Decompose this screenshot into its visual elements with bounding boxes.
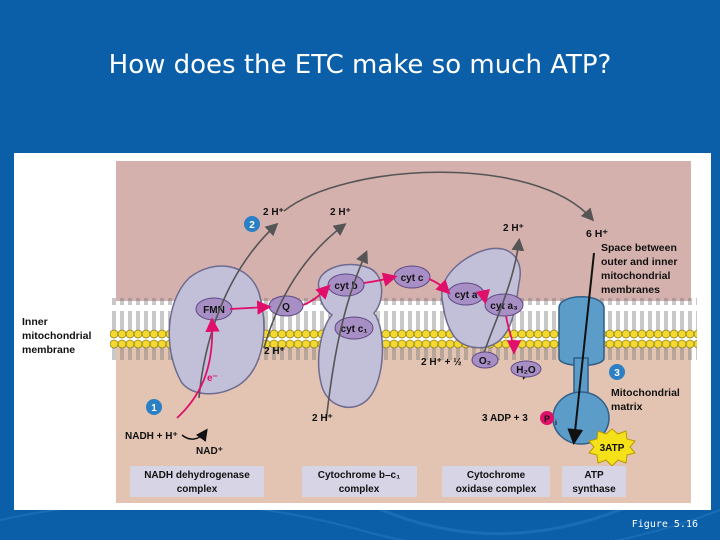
svg-text:2: 2: [249, 220, 255, 231]
svg-text:Space between: Space between: [601, 242, 677, 254]
complex-3-line2: oxidase complex: [456, 484, 537, 495]
complex-1-line1: NADH dehydrogenase: [144, 470, 250, 481]
adp-label: 3 ADP + 3: [482, 413, 528, 424]
cyt-c-label: cyt c: [401, 273, 424, 284]
step-1-marker: [146, 399, 162, 415]
step-2-marker: [244, 216, 260, 232]
cyt-a3-carrier: [484, 293, 524, 317]
inner-membrane-label: Inner mitochondrial membrane: [22, 316, 92, 356]
nadh-label: NADH + H⁺: [125, 431, 178, 442]
cyt-a-label: cyt a: [455, 290, 478, 301]
proton-label-2h-1: 2 H⁺: [263, 207, 284, 218]
cyt-c1-label: cyt c₁: [341, 324, 368, 335]
intermembrane-label: 6 H⁺ Space between outer and inner mitoc…: [586, 228, 677, 296]
svg-text:6 H⁺: 6 H⁺: [586, 228, 608, 240]
svg-text:membranes: membranes: [601, 284, 660, 296]
q-label: Q: [282, 302, 290, 313]
proton-label-2h-2: 2 H⁺: [330, 207, 351, 218]
h2o-label: H₂O: [516, 365, 536, 376]
svg-text:mitochondrial: mitochondrial: [22, 330, 92, 342]
bc1-complex-label-box: [302, 466, 417, 497]
nadh-oxidation-arrow: [181, 428, 208, 442]
o2-molecule: [471, 351, 499, 369]
h2o-molecule: [510, 360, 542, 378]
atp-synthase-label-box: [562, 466, 626, 497]
complex-4-line1: ATP: [584, 470, 604, 481]
svg-text:Inner: Inner: [22, 316, 48, 328]
phosphate-circle: [540, 411, 554, 425]
fmn-label: FMN: [203, 305, 225, 316]
complex-1-line2: complex: [177, 484, 218, 495]
svg-text:3: 3: [614, 368, 620, 379]
slide-title: How does the ETC make so much ATP?: [108, 50, 612, 80]
complex-4-line2: synthase: [572, 484, 616, 495]
o2-label: O₂: [479, 356, 491, 367]
proton-label-2h-4: 2 H⁺: [264, 346, 285, 357]
svg-text:matrix: matrix: [611, 401, 643, 413]
cyt-a3-label: cyt a₃: [490, 301, 518, 312]
electron-flow-arrows: [176, 272, 522, 419]
svg-text:outer and inner: outer and inner: [601, 256, 677, 268]
oxygen-equation-label: 2 H⁺ + ½: [421, 357, 462, 368]
complex-2-line2: complex: [339, 484, 380, 495]
proton-label-2h-5: 2 H⁺: [312, 413, 333, 424]
svg-text:mitochondrial: mitochondrial: [601, 270, 671, 282]
phosphate-label: P: [544, 414, 550, 424]
complex-2-line1: Cytochrome b–c₁: [318, 470, 401, 481]
figure-label: Figure 5.16: [631, 519, 698, 530]
svg-text:membrane: membrane: [22, 344, 75, 356]
nad-label: NAD⁺: [196, 446, 223, 457]
svg-text:3ATP: 3ATP: [600, 443, 625, 454]
nadh-complex-label-box: [130, 466, 264, 497]
proton-label-2h-3: 2 H⁺: [503, 223, 524, 234]
svg-text:Mitochondrial: Mitochondrial: [611, 387, 680, 399]
electron-label: e⁻: [207, 373, 218, 384]
step-3-marker: [609, 364, 625, 380]
cyt-c1-carrier: [334, 316, 374, 340]
matrix-label: Mitochondrial matrix: [611, 387, 680, 413]
svg-text:1: 1: [151, 403, 157, 414]
phosphate-subscript: i: [555, 420, 557, 427]
proton-flow-arrows: [198, 171, 595, 445]
complex-3-line1: Cytochrome: [467, 470, 526, 481]
cyt-b-label: cyt b: [334, 281, 357, 292]
etc-diagram: Inner mitochondrial membrane FMN Q cyt b…: [22, 161, 697, 503]
oxidase-complex-label-box: [442, 466, 550, 497]
